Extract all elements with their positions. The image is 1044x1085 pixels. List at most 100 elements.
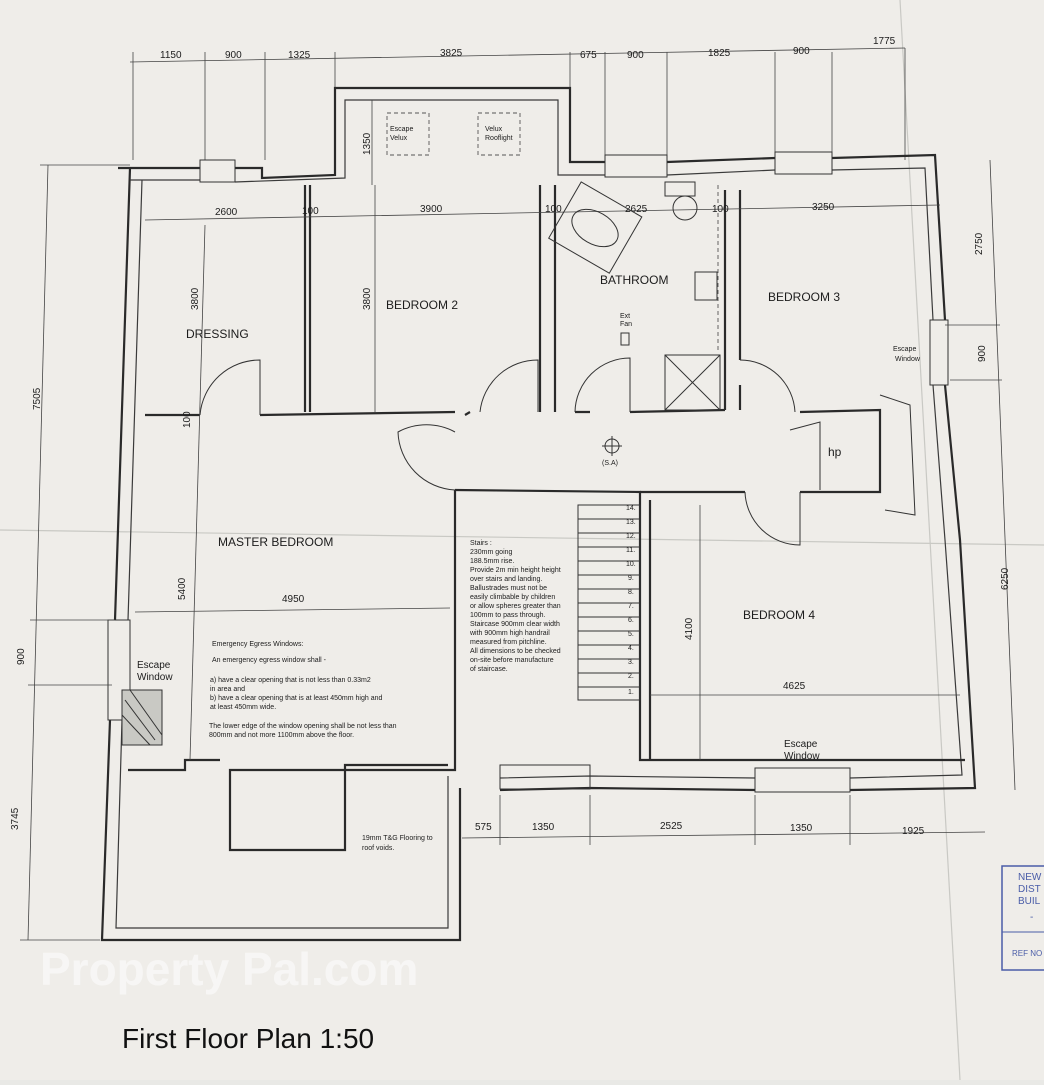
- step-12: 12.: [626, 533, 636, 540]
- stairs-note-line: of staircase.: [470, 666, 508, 673]
- staircase: [577, 504, 641, 701]
- escape-velux-outline: [386, 112, 430, 156]
- approval-stamp: NEW DIST BUIL - REF NO: [1001, 865, 1044, 971]
- velux-rooflight-outline: [477, 112, 521, 156]
- stamp-line-4: REF NO: [1012, 949, 1042, 958]
- stairs-note-line: 188.5mm rise.: [470, 558, 514, 565]
- egress-note-line: in area and: [210, 686, 245, 693]
- velux-rooflight-label-2: Rooflight: [485, 135, 513, 142]
- egress-note-line: The lower edge of the window opening sha…: [209, 723, 397, 730]
- velux-rooflight-label-1: Velux: [485, 126, 503, 133]
- dim-top-3: 3825: [440, 48, 463, 59]
- stairs-note-line: Provide 2m min height height: [470, 567, 561, 574]
- door-swings: [199, 357, 916, 546]
- step-11: 11.: [626, 547, 635, 554]
- dim-inner-2: 3900: [420, 204, 443, 215]
- stairs-note-line: with 900mm high handrail: [469, 630, 550, 637]
- escape-window-right-label-2: Window: [895, 356, 921, 363]
- dim-top-6: 1825: [708, 48, 731, 59]
- stamp-line-3: -: [1030, 912, 1033, 923]
- bathroom-fittings: [548, 181, 721, 411]
- stairs-note-line: Staircase 900mm clear width: [470, 621, 560, 628]
- dim-left-1: 900: [16, 648, 27, 665]
- dim-top-8: 1775: [873, 36, 896, 47]
- stairs-note-line: 230mm going: [470, 549, 513, 556]
- dim-top-4: 675: [580, 50, 597, 61]
- escape-window-left-label-1: Escape: [137, 660, 171, 671]
- step-13: 13.: [626, 519, 636, 526]
- watermark: Property Pal.com: [40, 943, 418, 995]
- dim-bottom-2: 2525: [660, 821, 683, 832]
- dim-inner-0: 2600: [215, 207, 238, 218]
- dim-bottom-0: 575: [475, 822, 492, 833]
- dim-inner-4: 2625: [625, 204, 648, 215]
- dim-right-2: 6250: [1000, 567, 1011, 590]
- dim-top-7: 900: [793, 46, 810, 57]
- escape-window-b4-label-1: Escape: [784, 739, 818, 750]
- egress-note-line: a) have a clear opening that is not less…: [210, 677, 371, 684]
- egress-note: Emergency Egress Windows: An emergency e…: [209, 641, 397, 739]
- dim-iv-2: 3800: [362, 287, 373, 310]
- dim-top-2: 1325: [288, 50, 311, 61]
- step-4: 4.: [628, 645, 634, 652]
- escape-window-left-label-2: Window: [137, 672, 173, 683]
- dim-ih-0: 4950: [282, 594, 305, 605]
- dim-inner-3: 100: [545, 204, 562, 215]
- dim-iv-4: 5400: [177, 577, 188, 600]
- interior-walls: [121, 185, 965, 852]
- dim-top-1: 900: [225, 50, 242, 61]
- dim-bottom-3: 1350: [790, 823, 813, 834]
- room-master-bedroom: MASTER BEDROOM: [218, 535, 333, 549]
- step-1: 1.: [628, 689, 634, 696]
- inner-dimension-row: 2600 100 3900 100 2625 100 3250: [144, 202, 941, 221]
- room-dressing: DRESSING: [186, 327, 249, 341]
- dim-right-1: 900: [977, 345, 988, 362]
- room-bedroom-2: BEDROOM 2: [386, 298, 458, 312]
- dim-top-5: 900: [627, 50, 644, 61]
- egress-note-line: b) have a clear opening that is at least…: [210, 695, 382, 702]
- ext-fan-label-1: Ext: [620, 313, 630, 320]
- stairs-note-line: easily climbable by children: [470, 594, 555, 601]
- egress-note-line: at least 450mm wide.: [210, 704, 276, 711]
- stamp-line-2: BUIL: [1018, 896, 1041, 907]
- outer-walls: [100, 86, 977, 942]
- ext-fan-label-2: Fan: [620, 321, 632, 328]
- stairs-note-line: on-site before manufacture: [470, 657, 554, 664]
- stairs-note-line: or allow spheres greater than: [470, 603, 561, 610]
- dim-iv-5: 4100: [684, 617, 695, 640]
- dim-ih-1: 4625: [783, 681, 806, 692]
- inner-dimensions: 1350 3800 3800 100 5400 4100 4950 4625: [134, 100, 960, 761]
- stairs-note: Stairs : 230mm going 188.5mm rise. Provi…: [469, 540, 561, 673]
- step-10: 10.: [626, 561, 636, 568]
- room-bedroom-3: BEDROOM 3: [768, 290, 840, 304]
- step-9: 9.: [628, 575, 634, 582]
- step-6: 6.: [628, 617, 634, 624]
- stairs-note-line: 100mm to pass through.: [470, 612, 546, 619]
- room-bedroom-4: BEDROOM 4: [743, 608, 815, 622]
- step-3: 3.: [628, 659, 634, 666]
- dim-bottom-4: 1925: [902, 826, 925, 837]
- egress-note-line: Emergency Egress Windows:: [212, 641, 303, 648]
- stairs-note-line: Stairs :: [470, 540, 492, 547]
- dim-left-2: 3745: [10, 807, 21, 830]
- dim-right-0: 2750: [974, 232, 985, 255]
- dim-top-0: 1150: [160, 50, 182, 61]
- egress-note-line: 800mm and not more 1100mm above the floo…: [209, 732, 354, 739]
- paper-crease: [0, 529, 1044, 546]
- dim-inner-5: 100: [712, 204, 729, 215]
- stairs-note-line: Ballustrades must not be: [470, 585, 547, 592]
- step-8: 8.: [628, 589, 634, 596]
- room-hp: hp: [828, 445, 842, 459]
- room-bathroom: BATHROOM: [600, 273, 668, 287]
- escape-window-b4-label-2: Window: [784, 751, 820, 762]
- stair-step-numbers: 14. 13. 12. 11. 10. 9. 8. 7. 6. 5. 4. 3.…: [626, 505, 636, 696]
- stairs-note-line: measured from pitchline.: [470, 639, 547, 646]
- dim-iv-0: 1350: [362, 132, 373, 155]
- right-dimension-line: 2750 900 6250: [945, 159, 1016, 791]
- dim-inner-6: 3250: [812, 202, 835, 213]
- escape-window-right-label-1: Escape: [893, 346, 916, 353]
- step-7: 7.: [628, 603, 634, 610]
- step-14: 14.: [626, 505, 636, 512]
- dim-iv-3: 100: [182, 411, 193, 428]
